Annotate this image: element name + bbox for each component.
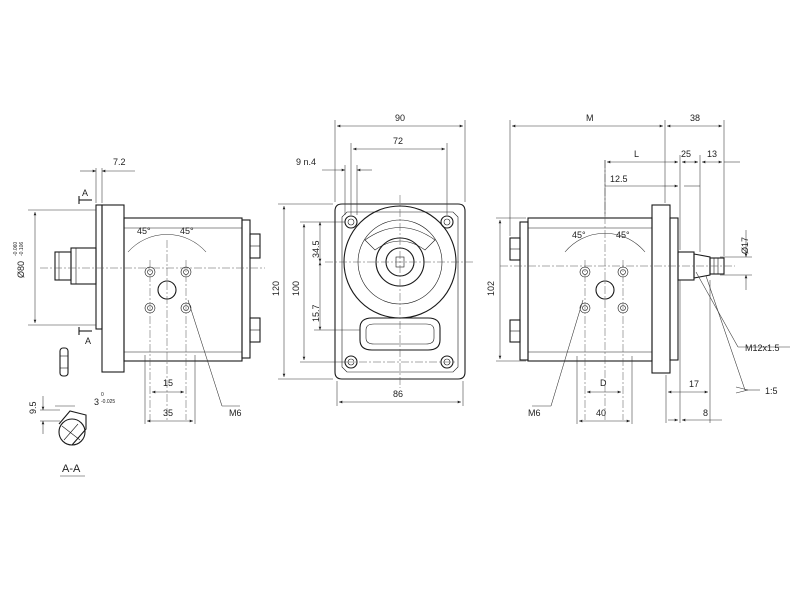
section-key-height: 9.5 xyxy=(28,401,38,414)
dim-8: 8 xyxy=(703,408,708,418)
thread-shaft: M12x1.5 xyxy=(745,343,780,353)
dim-port-d: D xyxy=(600,378,607,388)
tol-pilot-lower: -0.106 xyxy=(19,242,25,256)
dim-height: 102 xyxy=(486,281,496,296)
dim-hole-spec: 9 n.4 xyxy=(296,157,316,167)
dim-height-holes: 100 xyxy=(291,281,301,296)
dim-lower-offset: 15.7 xyxy=(311,304,321,322)
dim-port-spacing: 15 xyxy=(163,378,173,388)
side-body xyxy=(123,217,261,362)
section-label-top: A xyxy=(82,188,88,198)
thread-m6-side: M6 xyxy=(229,408,242,418)
dim-17: 17 xyxy=(689,379,699,389)
section-title: A-A xyxy=(62,463,81,475)
section-view-aa: 9.5 3 0 -0.025 A-A xyxy=(28,392,115,477)
section-key-width: 3 xyxy=(94,397,99,407)
section-marker-bottom: A xyxy=(78,327,92,346)
taper: 1:5 xyxy=(765,386,778,396)
angle-left: 45° xyxy=(137,226,151,236)
section-marker-top: A xyxy=(78,188,92,204)
dim-hole-spacing-top: 72 xyxy=(393,136,403,146)
tol-pilot-upper: -0.060 xyxy=(13,242,19,256)
side-shaft xyxy=(54,247,97,285)
dim-12-5: 12.5 xyxy=(610,174,628,184)
dim-port-offset: 35 xyxy=(163,408,173,418)
rear-angle-right: 45° xyxy=(616,230,630,240)
side-view: 7.2 Ø80 -0.060 -0.106 A A 45° 45° 15 35 xyxy=(13,157,265,424)
dim-shaft-diameter: Ø17 xyxy=(740,237,750,254)
rear-angle-left: 45° xyxy=(572,230,586,240)
dim-25: 25 xyxy=(681,149,691,159)
section-key-tol-lower: -0.025 xyxy=(101,399,115,405)
side-flange xyxy=(95,204,125,373)
dim-13: 13 xyxy=(707,149,717,159)
section-key-tol-upper: 0 xyxy=(101,392,104,398)
dim-length-l: L xyxy=(634,149,639,159)
dim-upper-offset: 34.5 xyxy=(311,240,321,258)
thread-m6-rear: M6 xyxy=(528,408,541,418)
dim-overall-width: 90 xyxy=(395,113,405,123)
rear-view: M 38 L 25 13 12.5 Ø17 102 xyxy=(486,113,790,424)
angle-right: 45° xyxy=(180,226,194,236)
dim-flange-thickness: 7.2 xyxy=(113,157,126,167)
dim-length-m: M xyxy=(586,113,594,123)
dim-shaft-length: 38 xyxy=(690,113,700,123)
section-label-bottom: A xyxy=(85,336,91,346)
dim-port-40: 40 xyxy=(596,408,606,418)
dim-height-outer: 120 xyxy=(271,281,281,296)
dim-bottom-width: 86 xyxy=(393,389,403,399)
front-view: 90 72 9 n.4 120 100 34.5 15.7 86 xyxy=(271,113,475,406)
dim-pilot-diameter: Ø80 xyxy=(16,261,26,278)
